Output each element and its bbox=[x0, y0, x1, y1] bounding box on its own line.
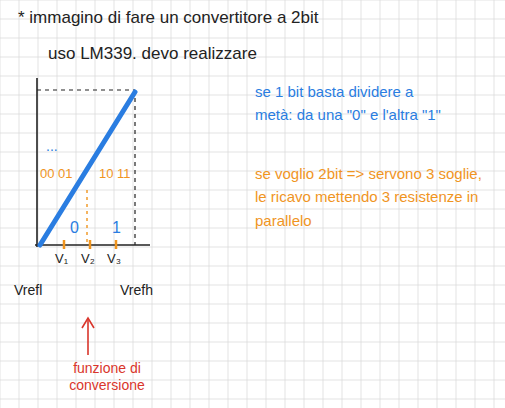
annotation-note: se 1 bit basta dividere a metà: da una "… bbox=[255, 80, 445, 127]
code-label: 11 bbox=[117, 166, 131, 182]
dashed-guide bbox=[37, 89, 135, 90]
threshold-tick bbox=[115, 240, 118, 249]
code-label: 01 bbox=[58, 166, 72, 182]
threshold-divider bbox=[86, 190, 87, 243]
grid-line bbox=[0, 247, 505, 248]
note-heading: * immagino di fare un convertitore a 2bi… bbox=[18, 8, 319, 28]
x-axis bbox=[35, 244, 150, 246]
grid-line bbox=[38, 0, 39, 408]
transfer-line bbox=[40, 92, 135, 245]
bit-value: 0 bbox=[70, 218, 79, 237]
bit-value: 1 bbox=[112, 218, 121, 237]
note-text: uso LM339. devo realizzare bbox=[48, 44, 257, 64]
grid-line bbox=[0, 323, 505, 324]
dashed-guide bbox=[134, 90, 135, 245]
threshold-label: V₃ bbox=[107, 251, 121, 267]
annotation-note: se voglio 2bit => servono 3 soglie, le r… bbox=[255, 162, 490, 232]
grid-line bbox=[0, 342, 505, 343]
arrow-shaft bbox=[87, 320, 89, 355]
grid-line bbox=[0, 209, 505, 210]
reference-label: Vrefl bbox=[14, 282, 42, 299]
reference-label: Vrefh bbox=[120, 282, 153, 299]
grid-line bbox=[0, 0, 505, 1]
threshold-tick bbox=[63, 240, 66, 249]
pointer-arrow bbox=[82, 318, 94, 355]
grid-line bbox=[0, 0, 1, 408]
threshold-label: V₁ bbox=[55, 251, 68, 267]
threshold-tick bbox=[89, 240, 92, 249]
grid-line bbox=[494, 0, 495, 408]
code-label: 00 bbox=[40, 166, 54, 182]
conversion-graph bbox=[35, 78, 150, 249]
grid-line bbox=[0, 399, 505, 400]
grid-line bbox=[0, 266, 505, 267]
grid-line bbox=[0, 133, 505, 134]
arrow-head bbox=[82, 318, 94, 328]
grid-line bbox=[0, 95, 505, 96]
grid-line bbox=[0, 304, 505, 305]
grid-line bbox=[0, 76, 505, 77]
grid-line bbox=[0, 152, 505, 153]
annotation-note: funzione di conversione bbox=[52, 360, 162, 394]
y-axis bbox=[36, 78, 38, 247]
grid-line bbox=[19, 0, 20, 408]
grid-line bbox=[0, 38, 505, 39]
code-label: 10 bbox=[99, 166, 113, 182]
ellipsis-mark: ... bbox=[46, 138, 58, 155]
grid-line bbox=[0, 285, 505, 286]
threshold-label: V₂ bbox=[81, 251, 95, 267]
